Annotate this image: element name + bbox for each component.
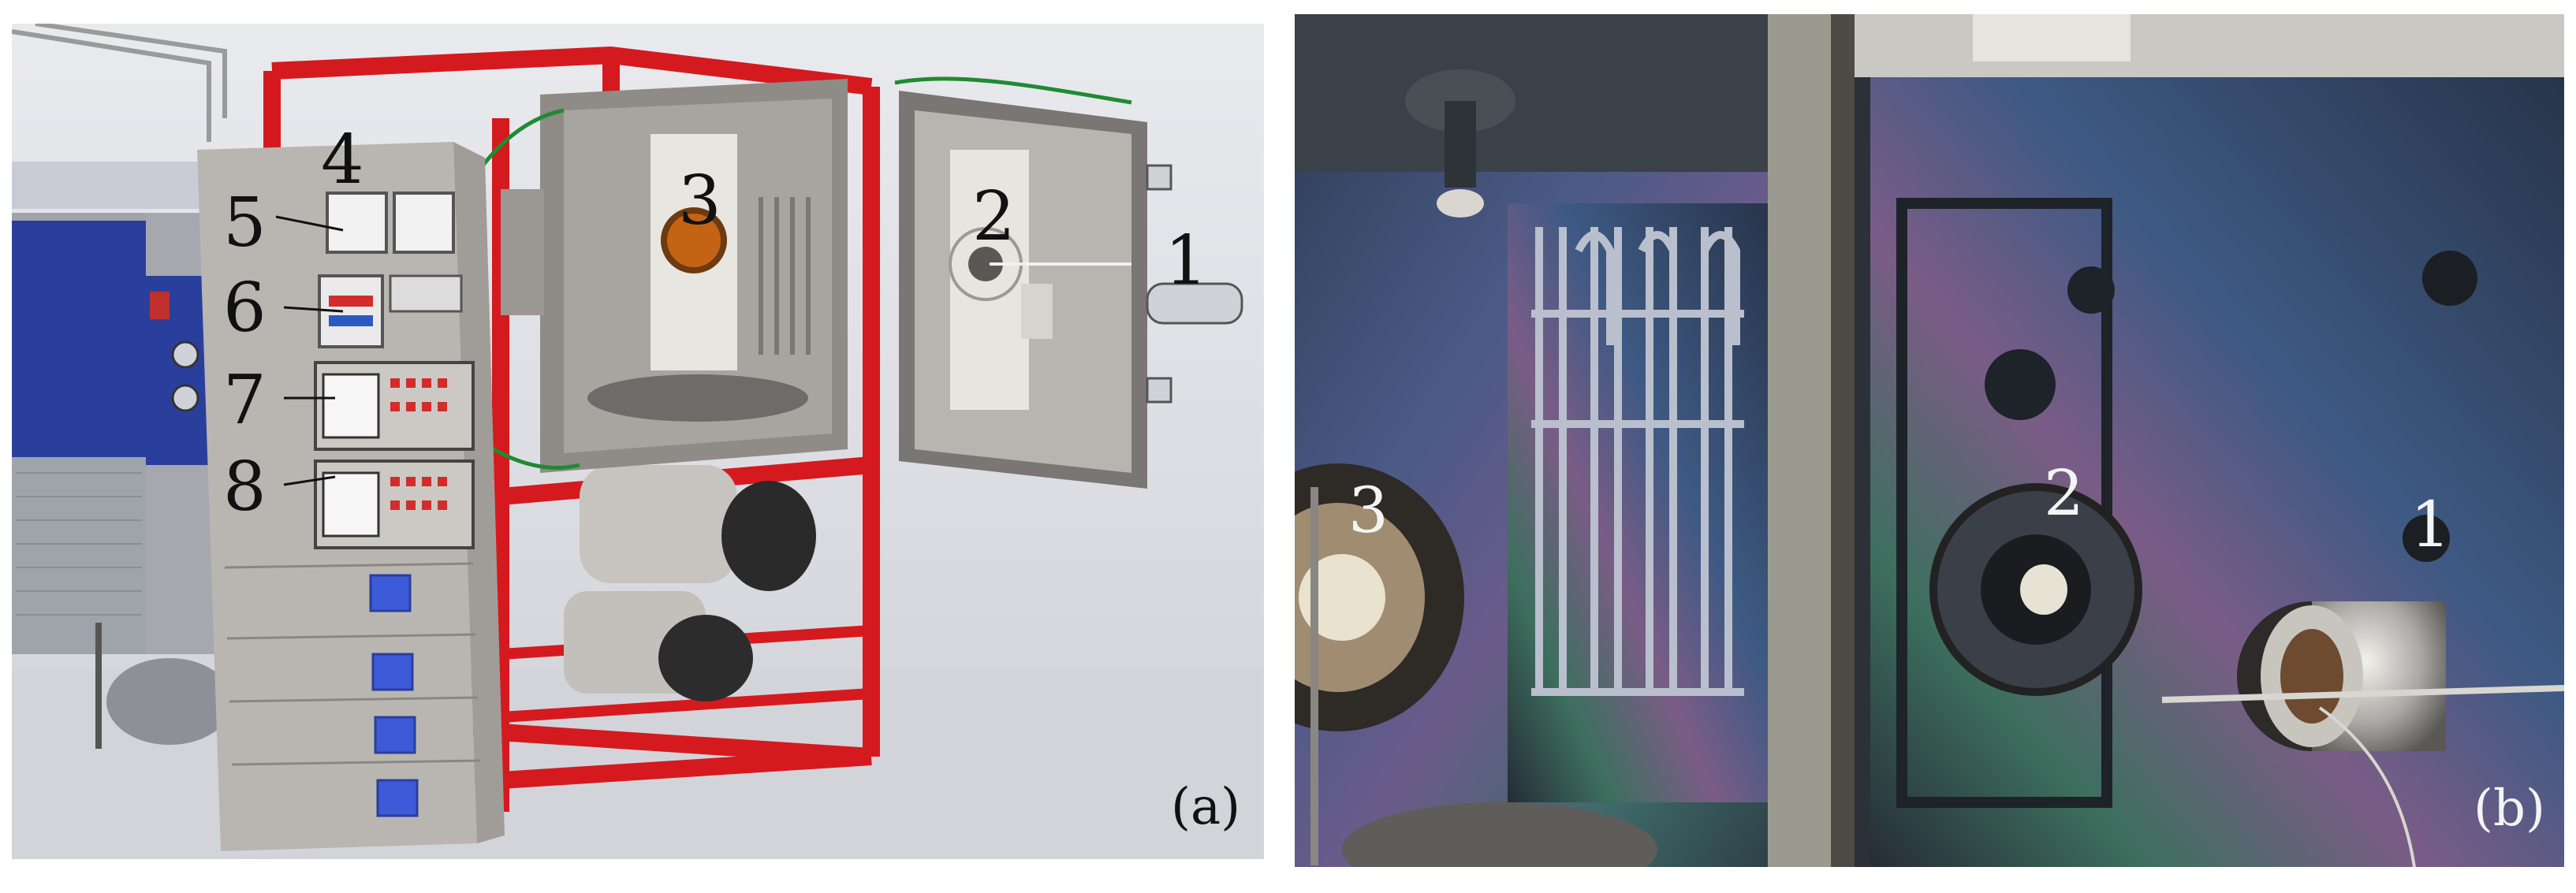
callout-b-2: 2: [2044, 456, 2084, 530]
callout-a-7: 7: [223, 361, 267, 440]
chamber-body: [501, 79, 848, 473]
callout-b-3: 3: [1348, 474, 1389, 547]
callout-a-1: 1: [1165, 221, 1208, 300]
callout-a-4: 4: [321, 121, 364, 199]
callout-a-3: 3: [678, 162, 721, 240]
sensor-head: [2161, 601, 2564, 867]
leader-lines: [275, 215, 344, 486]
panel-a-render: 1 2 3 4 5 6 7 8 (a): [12, 24, 1264, 859]
callout-a-2: 2: [972, 177, 1016, 256]
pipe-lines: [12, 24, 227, 142]
panel-a-label: (a): [1171, 778, 1241, 836]
callout-a-8: 8: [223, 448, 267, 526]
callout-a-6: 6: [223, 269, 267, 348]
callout-a-5: 5: [223, 184, 267, 262]
panel-b-photo: 1 2 3 (b): [1295, 14, 2564, 867]
render-illustration: [12, 24, 1264, 859]
callout-b-1: 1: [2410, 488, 2451, 561]
control-cabinet: [197, 142, 505, 851]
vacuum-pumps: [564, 465, 816, 701]
panel-b-label: (b): [2473, 780, 2545, 838]
photo-illustration: [1295, 14, 2564, 867]
open-door: [899, 91, 1243, 489]
heater-grid: [1508, 203, 1768, 802]
